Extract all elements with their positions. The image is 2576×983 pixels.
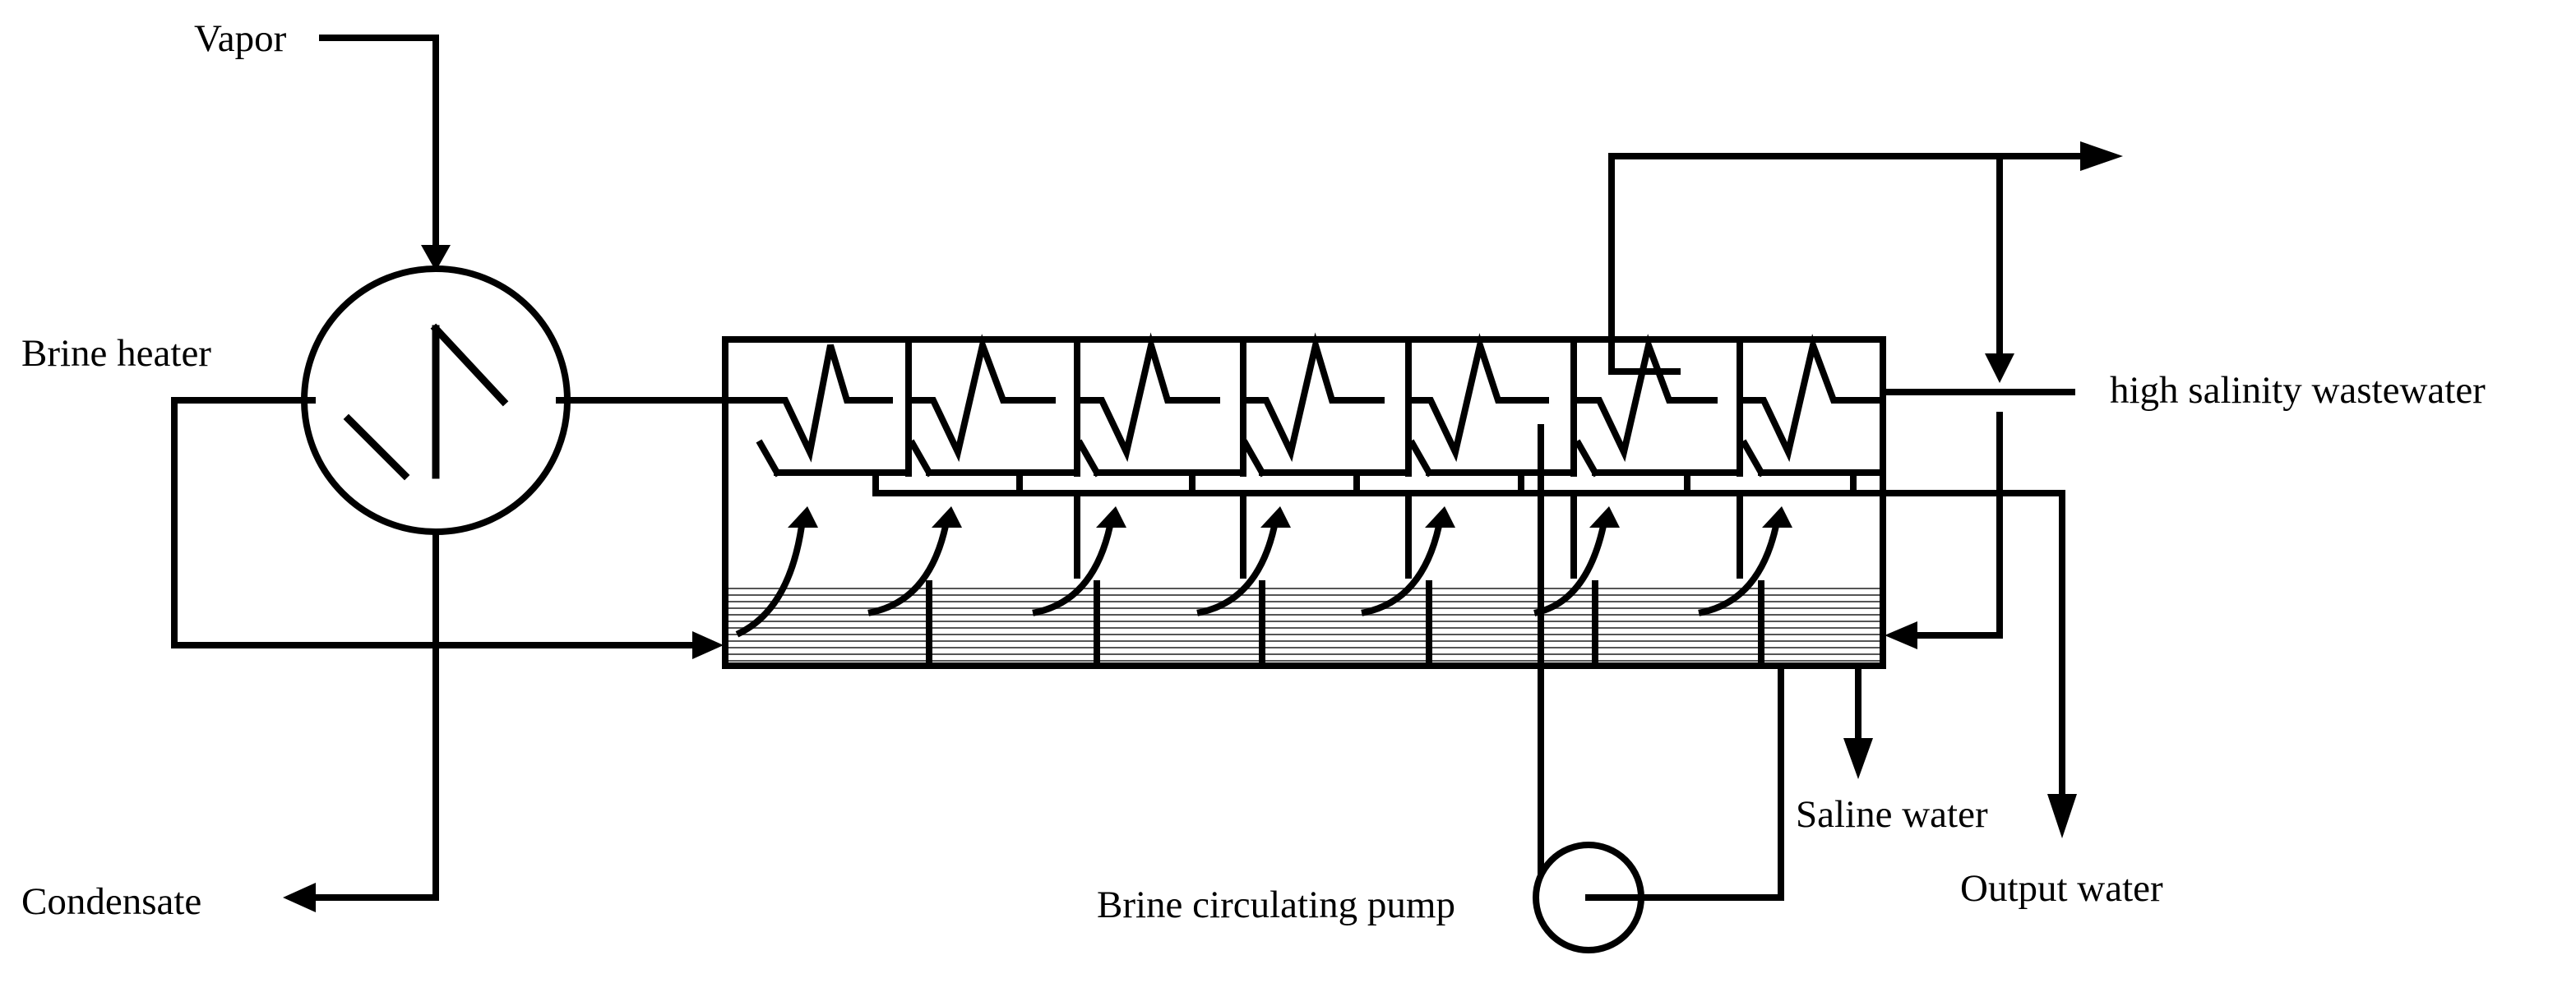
high-salinity-wastewater-label: high salinity wastewater [2110, 369, 2486, 412]
saline-water-arrow [1843, 738, 1873, 779]
brine-heater-coil [343, 323, 509, 481]
brine-circulating-pump-label: Brine circulating pump [1097, 884, 1455, 926]
output-water-arrow [2047, 794, 2077, 838]
vapor-label: Vapor [194, 17, 287, 60]
distillate-trays [756, 439, 1886, 478]
makeup-arrow [1885, 621, 1917, 649]
condensate-line [309, 528, 439, 901]
brine-return-line [171, 397, 702, 648]
condensate-label: Condensate [21, 880, 202, 923]
condenser-bundles [757, 332, 1886, 463]
output-water-label: Output water [1960, 867, 2163, 910]
brine-return-arrow [692, 631, 724, 659]
brine-heater-label: Brine heater [21, 332, 211, 375]
brine-pool [728, 585, 1880, 662]
vapor-arrow [421, 245, 451, 271]
reject-arrow [2080, 141, 2123, 171]
pump-discharge-line [1585, 662, 1784, 901]
feed-loop [1608, 153, 2083, 375]
flash-vapor-arrows [735, 522, 1780, 638]
condensate-arrow [283, 883, 316, 912]
distillate-header [872, 490, 2065, 799]
makeup-line [1912, 412, 2003, 639]
feed-down-arrow [1985, 353, 2014, 383]
saline-water-label: Saline water [1796, 793, 1988, 836]
stage-dividers [905, 336, 1764, 669]
flash-chamber [722, 336, 1886, 669]
vapor-inlet-line [319, 35, 439, 250]
